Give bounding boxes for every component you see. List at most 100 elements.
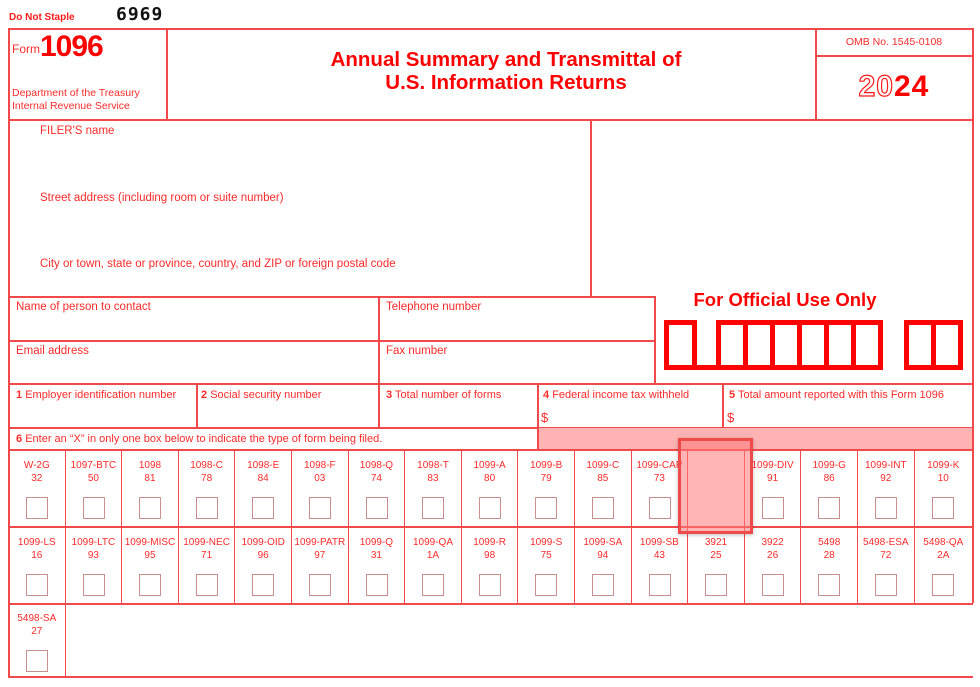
box1-text: Employer identification number [25,389,177,401]
form-type-code: 96 [257,550,269,561]
form-type-code: 73 [653,473,665,484]
form-type-name: 3922 [761,537,784,548]
official-box [931,320,963,370]
form-type-checkbox[interactable] [365,497,388,519]
form-type-code: 79 [540,473,552,484]
box4-number: 4 [543,389,550,401]
form-type-checkbox[interactable] [82,574,105,596]
form-type-code: 75 [540,550,552,561]
form-type-name: 1099-R [473,537,506,548]
form-type-checkbox[interactable] [592,497,614,519]
form-type-checkbox[interactable] [422,574,445,596]
form-type-code: 72 [880,550,892,561]
form-type-name: 1099-LTC [71,537,116,548]
form-type-checkbox[interactable] [82,497,105,519]
title-line1: Annual Summary and Transmittal of [330,48,682,71]
form-type-name: 1099-B [530,460,563,471]
telephone-label: Telephone number [386,301,482,313]
form-type-name: 1098-F [303,460,336,471]
do-not-staple-label: Do Not Staple [9,12,75,23]
form-type-name: W-2G [23,460,50,471]
form-type-code: 93 [87,550,99,561]
form-type-checkbox[interactable] [931,497,954,519]
form-type-checkbox[interactable] [705,574,728,596]
form-type-cell: 1099-B 79 [518,450,575,526]
box3-label: 3 Total number of forms [386,389,501,401]
form-type-name: 1099-A [473,460,506,471]
form-type-checkbox[interactable] [875,574,897,596]
form-type-code: 31 [370,550,382,561]
form-type-checkbox[interactable] [818,574,841,596]
form-type-checkbox[interactable] [875,497,897,519]
form-type-checkbox[interactable] [761,497,784,519]
form-type-code: 2A [937,550,950,561]
form-type-checkbox[interactable] [309,497,331,519]
form-type-code: 26 [767,550,779,561]
form-type-checkbox[interactable] [931,574,954,596]
form-type-checkbox[interactable] [648,574,671,596]
form-type-name: 1099-PATR [294,537,346,548]
form-type-code: 03 [314,473,326,484]
divider [8,340,654,342]
box5-label: 5 Total amount reported with this Form 1… [729,389,944,401]
box6-number: 6 [16,433,23,445]
form-type-checkbox[interactable] [478,574,501,596]
form-type-checkbox[interactable] [365,574,388,596]
form-type-name: 5498 [818,537,841,548]
form-type-name: 1098 [138,460,162,471]
highlight-overlay[interactable] [678,438,753,534]
fax-label: Fax number [386,345,448,357]
form-type-checkbox[interactable] [309,574,331,596]
form-type-checkbox[interactable] [422,497,445,519]
form-type-checkbox[interactable] [26,650,48,672]
form-type-checkbox[interactable] [139,497,162,519]
form-type-checkbox[interactable] [252,497,275,519]
divider [722,383,724,427]
form-type-cell: 1099-Q 31 [349,527,406,603]
divider [378,296,380,427]
form-type-name: 1099-Q [359,537,394,548]
form-type-checkbox[interactable] [252,574,275,596]
form-type-checkbox[interactable] [26,574,48,596]
form-type-name: 1099-SB [639,537,679,548]
form-type-checkbox[interactable] [195,574,218,596]
divider [590,119,592,296]
form-type-checkbox[interactable] [761,574,784,596]
official-use-label: For Official Use Only [693,289,877,310]
form-type-checkbox[interactable] [818,497,841,519]
form-type-checkbox[interactable] [648,497,671,519]
form-type-code: 85 [597,473,609,484]
form-type-code: 71 [201,550,213,561]
divider [815,28,817,119]
divider [196,383,198,427]
divider [8,526,973,528]
form-type-checkbox[interactable] [26,497,48,519]
form-type-checkbox[interactable] [592,574,614,596]
divider [537,383,539,427]
divider [654,296,656,384]
form-type-checkbox[interactable] [139,574,162,596]
box5-number: 5 [729,389,736,401]
filer-city-label: City or town, state or province, country… [40,258,396,270]
form-type-checkbox[interactable] [195,497,218,519]
form-type-code: 95 [144,550,156,561]
divider [166,28,168,119]
form-type-name: 1099-S [530,537,563,548]
form-type-cell: 1099-LTC 93 [66,527,123,603]
divider [8,296,654,298]
form-type-checkbox[interactable] [478,497,501,519]
form-type-checkbox[interactable] [535,574,558,596]
box5-text: Total amount reported with this Form 109… [737,389,945,401]
form-type-checkbox[interactable] [535,497,558,519]
